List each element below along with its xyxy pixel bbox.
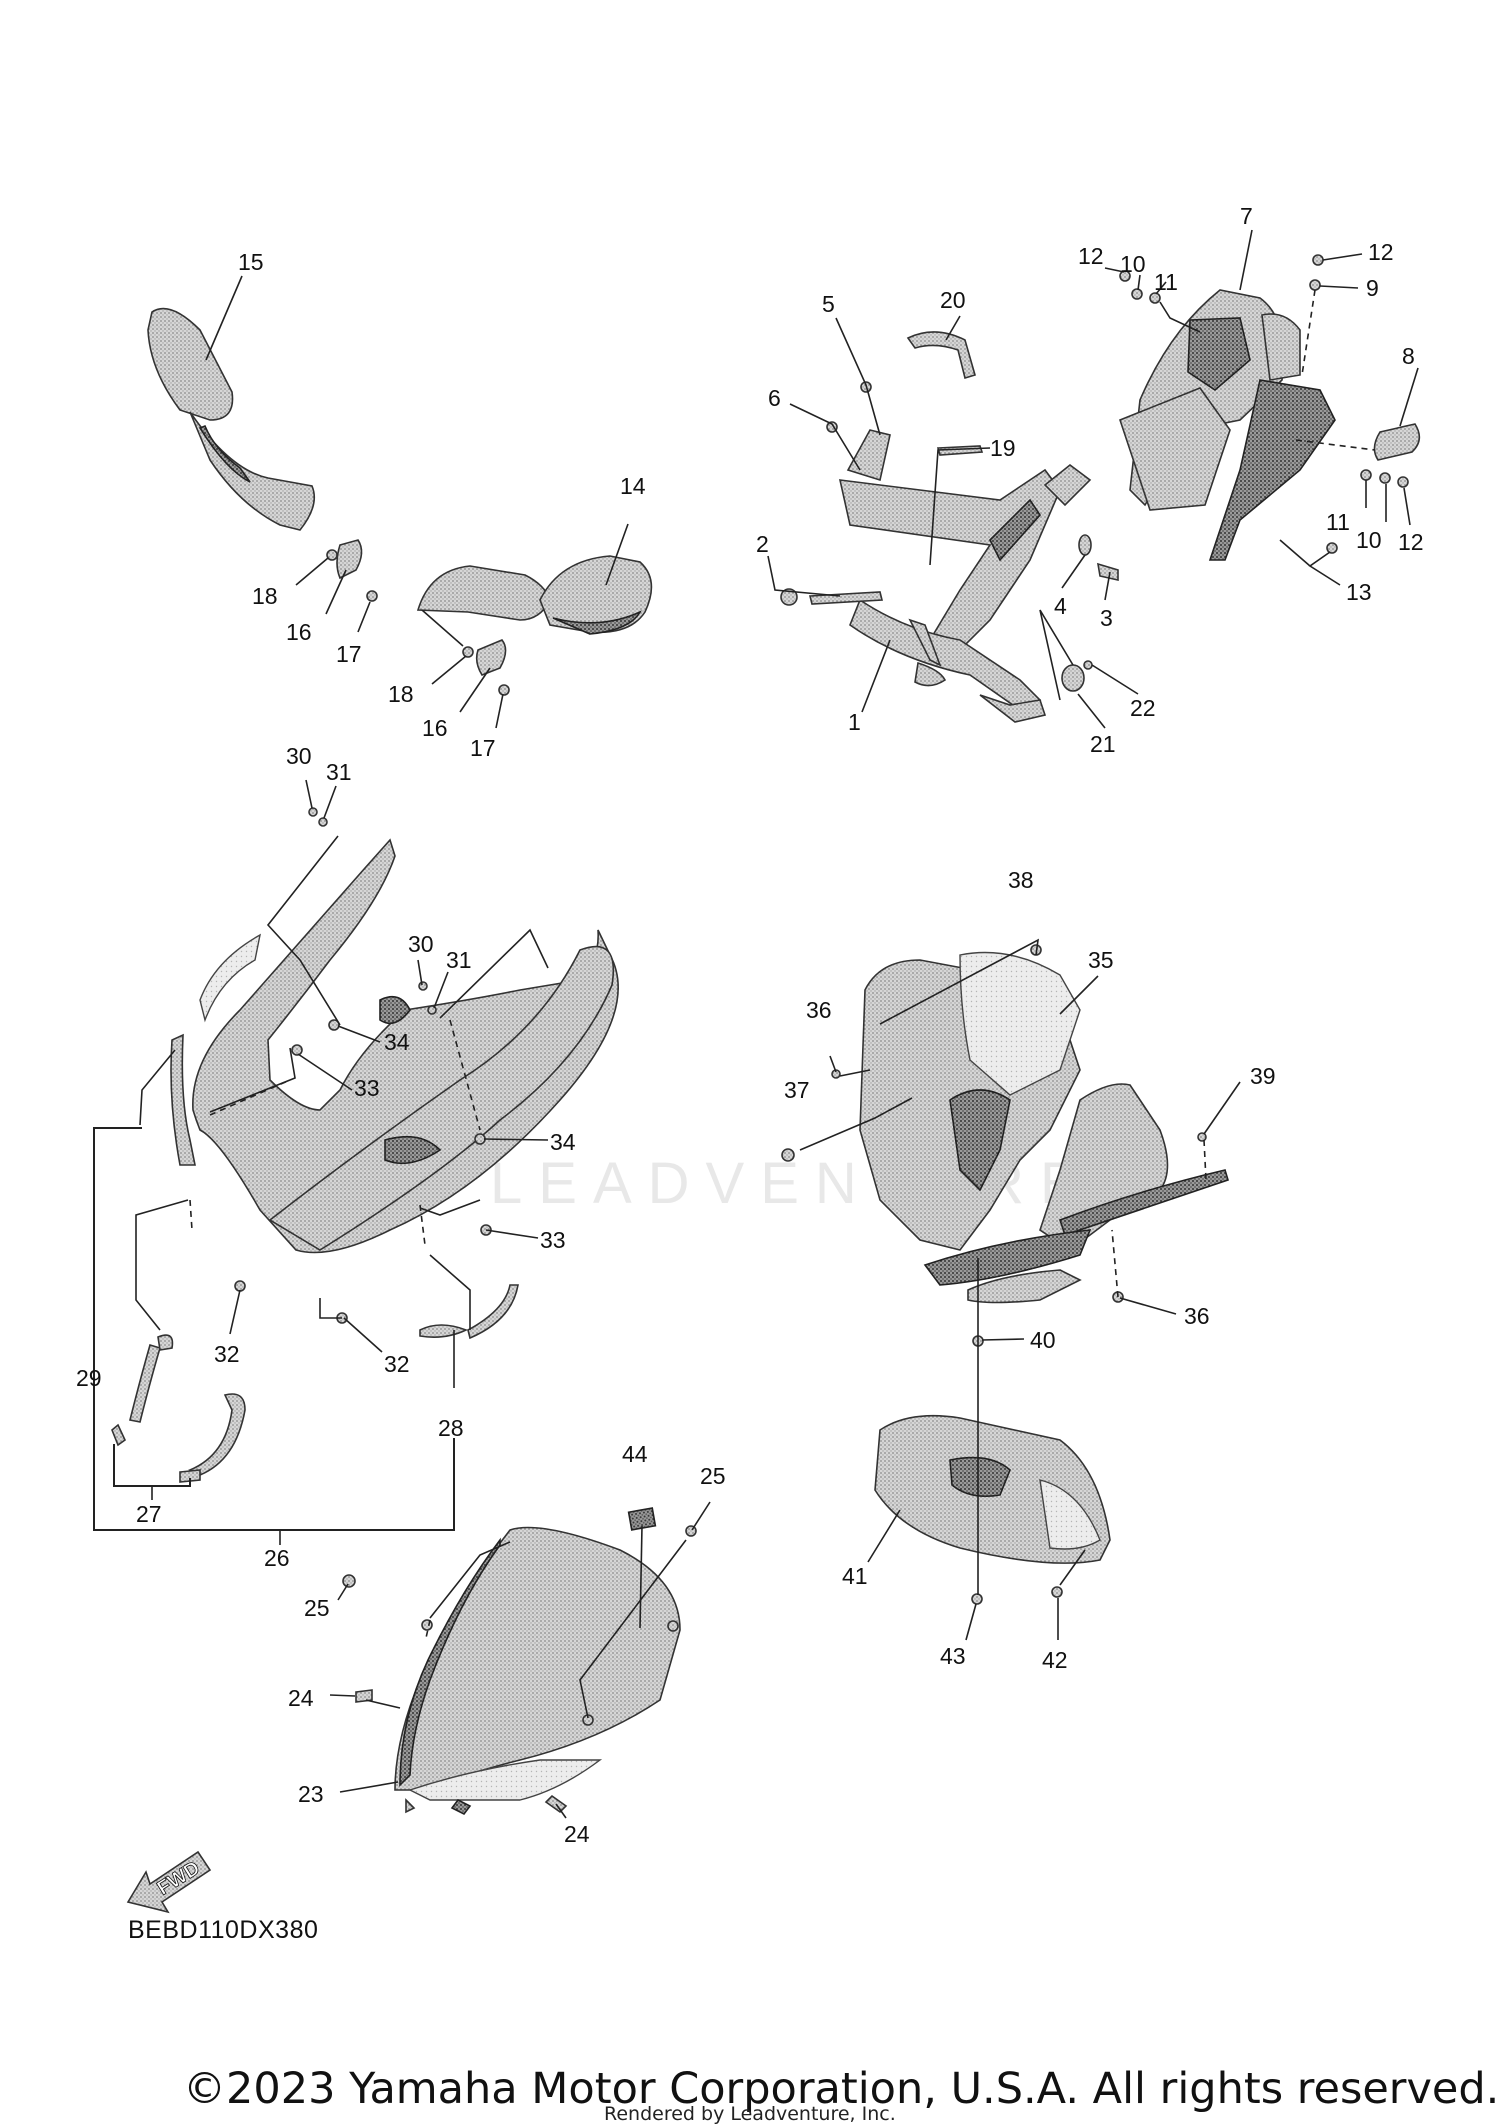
callout-9: 9 [1366,275,1379,301]
callout-29: 29 [76,1365,102,1391]
callout-30b: 30 [408,931,434,957]
air-duct-part [1119,254,1421,561]
callout-44: 44 [622,1441,648,1467]
callout-25a: 25 [304,1595,330,1621]
callout-31b: 31 [446,947,472,973]
callout-21: 21 [1090,731,1116,757]
upper-cowling-part [111,807,619,1483]
callout-17a: 17 [336,641,362,667]
callout-22: 22 [1130,695,1156,721]
callout-24a: 24 [288,1685,314,1711]
callout-11b: 11 [1326,509,1350,535]
rendered-by-credit: Rendered by Leadventure, Inc. [604,2103,896,2125]
under-cover-part [874,1414,1111,1605]
callout-3: 3 [1100,605,1113,631]
callout-28: 28 [438,1415,464,1441]
callout-15: 15 [238,249,264,275]
callout-6: 6 [768,385,781,411]
callout-27: 27 [136,1501,162,1527]
callout-16a: 16 [286,619,312,645]
callout-18b: 18 [388,681,414,707]
callout-34a: 34 [384,1029,410,1055]
callout-7: 7 [1240,203,1253,229]
callout-20: 20 [940,287,966,313]
callout-10b: 10 [1356,527,1382,553]
callout-numbers: 1 2 3 4 5 6 7 8 9 10 10 11 11 12 12 12 1… [76,203,1424,1847]
callout-11a: 11 [1154,269,1178,295]
callout-30a: 30 [286,743,312,769]
callout-4: 4 [1054,593,1067,619]
callout-2: 2 [756,531,769,557]
callout-40: 40 [1030,1327,1056,1353]
callout-19: 19 [990,435,1016,461]
callout-13: 13 [1346,579,1372,605]
callout-32b: 32 [384,1351,410,1377]
callout-34b: 34 [550,1129,576,1155]
callout-25b: 25 [700,1463,726,1489]
callout-41: 41 [842,1563,868,1589]
callout-1: 1 [848,709,861,735]
cowling-stay-part [780,331,1119,723]
mirror-right-part [416,555,653,696]
callout-42: 42 [1042,1647,1068,1673]
callout-12b: 12 [1368,239,1394,265]
callout-35: 35 [1088,947,1114,973]
callout-36b: 36 [1184,1303,1210,1329]
callout-14: 14 [620,473,646,499]
callout-8: 8 [1402,343,1415,369]
callout-26: 26 [264,1545,290,1571]
callout-18a: 18 [252,583,278,609]
inner-panel-part [781,944,1229,1347]
callout-33b: 33 [540,1227,566,1253]
callout-12a: 12 [1078,243,1104,269]
callout-5: 5 [822,291,835,317]
callout-12c: 12 [1398,529,1424,555]
callout-16b: 16 [422,715,448,741]
mirror-left-part [147,307,378,602]
forward-direction-arrow: FWD [126,1850,212,1914]
callout-43: 43 [940,1643,966,1669]
callout-10a: 10 [1120,251,1146,277]
callout-17b: 17 [470,735,496,761]
callout-33a: 33 [354,1075,380,1101]
copyright-notice: ©2023 Yamaha Motor Corporation, U.S.A. A… [183,2064,1500,2114]
callout-39: 39 [1250,1063,1276,1089]
leader-lines [93,229,1419,1819]
windshield-part [342,1507,697,1816]
callout-38: 38 [1008,867,1034,893]
diagram-code: BEBD110DX380 [128,1916,319,1944]
callout-31a: 31 [326,759,352,785]
callout-24b: 24 [564,1821,590,1847]
callout-37: 37 [784,1077,810,1103]
callout-36a: 36 [806,997,832,1023]
callout-23: 23 [298,1781,324,1807]
callout-32a: 32 [214,1341,240,1367]
